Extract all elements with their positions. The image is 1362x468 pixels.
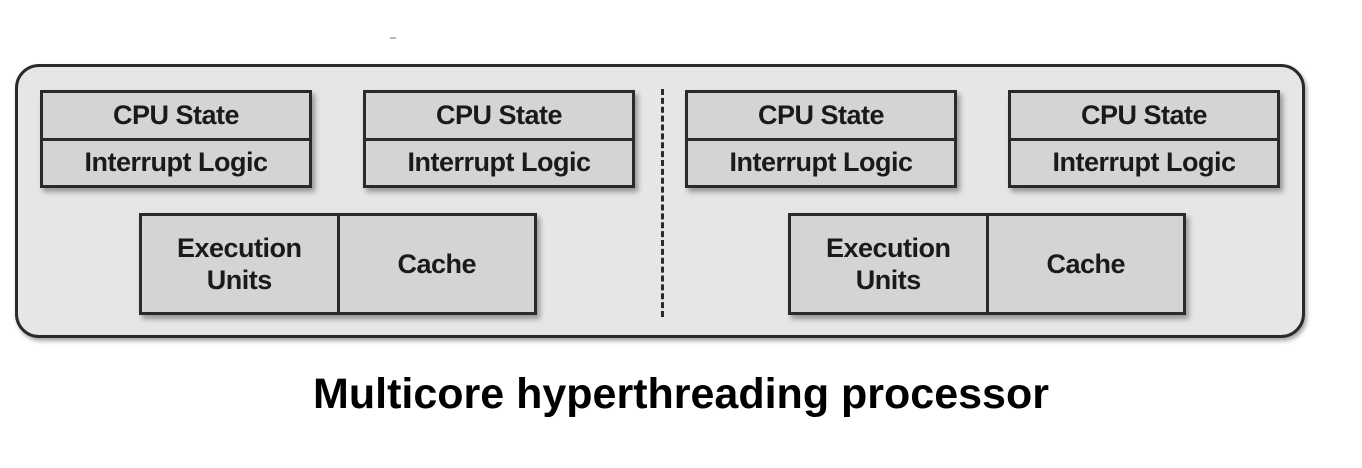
core-0-thread-0-state-box: CPU State Interrupt Logic bbox=[40, 90, 312, 188]
core-divider bbox=[661, 89, 664, 317]
cache-label: Cache bbox=[1046, 248, 1126, 279]
stray-mark bbox=[390, 37, 396, 39]
interrupt-logic-label: Interrupt Logic bbox=[729, 147, 914, 178]
interrupt-logic-label: Interrupt Logic bbox=[84, 147, 269, 178]
core-1-thread-1-state-box: CPU State Interrupt Logic bbox=[1008, 90, 1280, 188]
core-1-exec-cache-box: Execution Units Cache bbox=[788, 213, 1186, 315]
processor-package: CPU State Interrupt Logic CPU State Inte… bbox=[15, 64, 1305, 338]
core-0-exec-cache-box: Execution Units Cache bbox=[139, 213, 537, 315]
cache-cell: Cache bbox=[340, 216, 535, 312]
cpu-state-label: CPU State bbox=[43, 93, 309, 141]
cache-cell: Cache bbox=[989, 216, 1184, 312]
cpu-state-label: CPU State bbox=[688, 93, 954, 141]
interrupt-logic-label: Interrupt Logic bbox=[407, 147, 592, 178]
execution-units-cell: Execution Units bbox=[791, 216, 989, 312]
execution-units-label: Execution Units bbox=[825, 232, 951, 295]
interrupt-logic-label: Interrupt Logic bbox=[1052, 147, 1237, 178]
core-1-thread-0-state-box: CPU State Interrupt Logic bbox=[685, 90, 957, 188]
cpu-state-label: CPU State bbox=[1011, 93, 1277, 141]
cache-label: Cache bbox=[397, 248, 477, 279]
cpu-state-label: CPU State bbox=[366, 93, 632, 141]
diagram-caption: Multicore hyperthreading processor bbox=[313, 370, 1049, 418]
core-0-thread-1-state-box: CPU State Interrupt Logic bbox=[363, 90, 635, 188]
execution-units-cell: Execution Units bbox=[142, 216, 340, 312]
execution-units-label: Execution Units bbox=[176, 232, 302, 295]
